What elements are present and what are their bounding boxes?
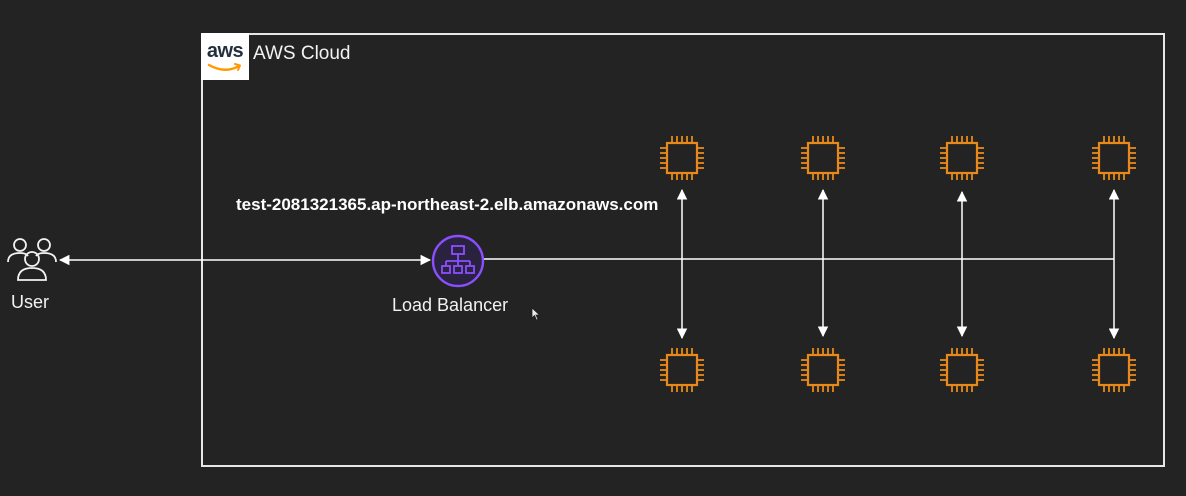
mouse-cursor-icon	[531, 307, 541, 321]
aws-smile-icon	[207, 63, 241, 71]
ec2-instance-icon-bottom-2	[801, 348, 845, 392]
ec2-instance-icon-bottom-3	[940, 348, 984, 392]
ec2-instance-icon-bottom-4	[1092, 348, 1136, 392]
aws-logo-text: aws	[206, 40, 244, 62]
ec2-instance-icon-top-3	[940, 136, 984, 180]
user-label: User	[11, 292, 50, 312]
aws-logo: aws	[201, 33, 249, 80]
aws-cloud-boundary	[201, 33, 1165, 467]
users-icon	[7, 238, 57, 281]
ec2-instance-icon-bottom-1	[660, 348, 704, 392]
aws-cloud-label: AWS Cloud	[253, 43, 351, 64]
ec2-instance-icon-top-2	[801, 136, 845, 180]
ec2-instance-icon-top-4	[1092, 136, 1136, 180]
load-balancer-icon	[431, 234, 485, 288]
ec2-instance-icon-top-1	[660, 136, 704, 180]
elb-dns-endpoint: test-2081321365.ap-northeast-2.elb.amazo…	[236, 195, 659, 214]
load-balancer-label: Load Balancer	[392, 295, 509, 315]
